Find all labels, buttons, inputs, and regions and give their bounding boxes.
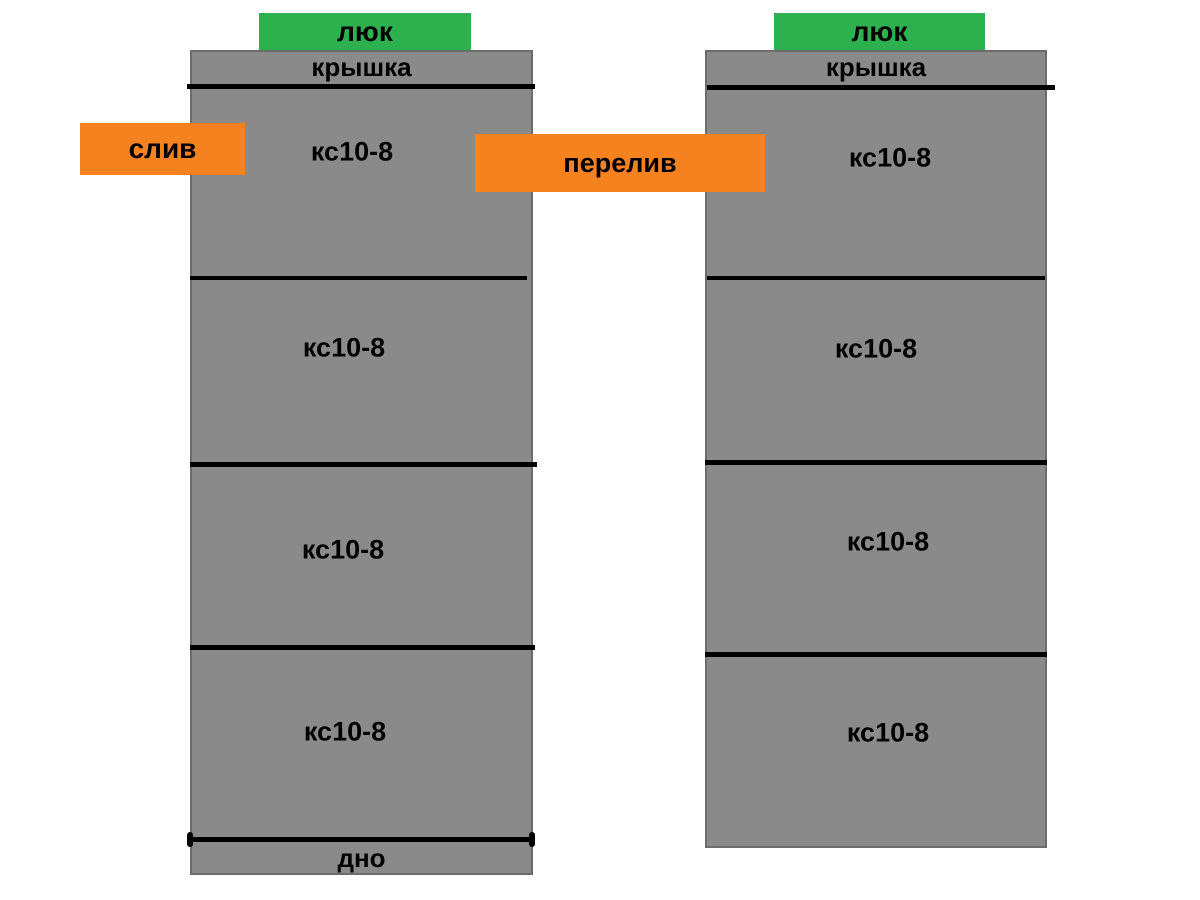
right-cover-line: [707, 85, 1055, 90]
left-ring-joint-line-3: [190, 645, 535, 650]
left-bottom-line: [190, 837, 533, 842]
left-manhole-hatch: люк: [259, 13, 471, 51]
left-ring-label-3: кс10-8: [301, 534, 385, 565]
left-cover-line: [187, 84, 535, 89]
left-bottom-line-left-tick: [187, 832, 193, 847]
left-hatch-label: люк: [337, 16, 393, 47]
right-manhole-hatch: люк: [774, 13, 985, 50]
left-ring-label-4: кс10-8: [303, 716, 387, 747]
left-ring-label-2: кс10-8: [302, 332, 386, 363]
overflow-pipe-label: перелив: [475, 134, 765, 192]
right-ring-joint-line-3: [705, 652, 1047, 657]
right-ring-label-2: кс10-8: [834, 333, 918, 364]
right-ring-label-3: кс10-8: [846, 526, 930, 557]
right-hatch-label: люк: [851, 15, 908, 47]
right-ring-joint-line-2: [705, 460, 1047, 465]
left-ring-label-1: кс10-8: [310, 136, 394, 167]
left-bottom-line-right-tick: [529, 832, 535, 847]
left-bottom-label: дно: [337, 843, 386, 873]
left-ring-joint-line-1: [190, 276, 527, 280]
right-ring-label-4: кс10-8: [846, 717, 930, 748]
drain-pipe-label: слив: [80, 123, 245, 175]
right-ring-joint-line-1: [707, 276, 1045, 280]
left-cover-label: крышка: [311, 52, 412, 82]
left-ring-joint-line-2: [190, 462, 537, 467]
right-ring-label-1: кс10-8: [848, 142, 932, 173]
right-cover-label: крышка: [825, 52, 927, 82]
